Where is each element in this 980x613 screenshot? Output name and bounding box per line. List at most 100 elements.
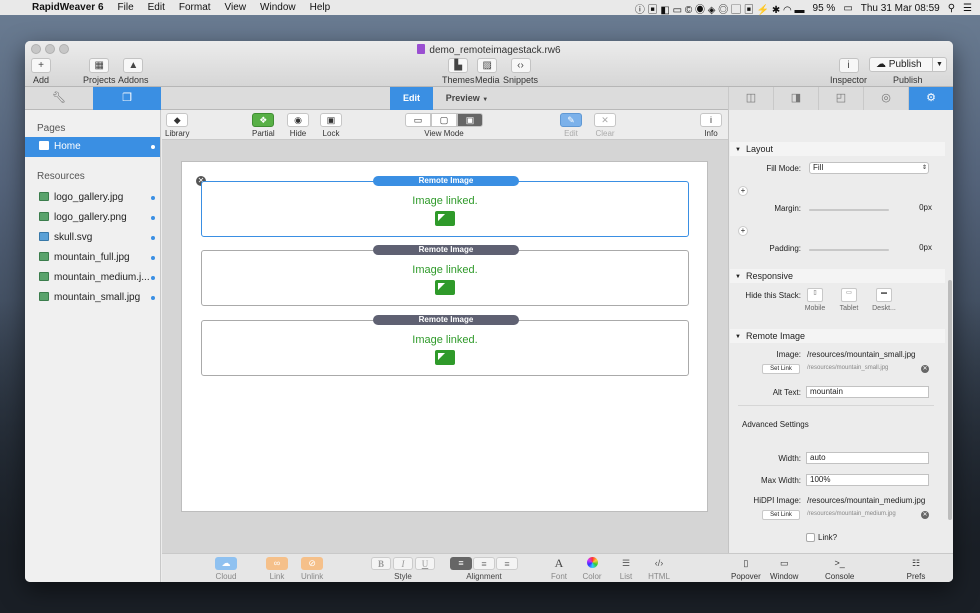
menu-help[interactable]: Help bbox=[309, 2, 331, 13]
close-window-button[interactable] bbox=[31, 44, 41, 54]
library-button[interactable]: ◆Library bbox=[165, 113, 190, 138]
view-mode-1-button[interactable]: ▭ bbox=[405, 113, 431, 127]
search-icon[interactable]: ⚲ bbox=[947, 3, 956, 14]
align-right-icon[interactable]: ≡ bbox=[496, 557, 518, 570]
battery-icon[interactable]: ▭ bbox=[843, 3, 853, 14]
cloud-button[interactable]: ☁Cloud bbox=[215, 557, 237, 581]
set-link-hidpi-button[interactable]: Set Link bbox=[762, 510, 800, 520]
notification-icon[interactable]: ☰ bbox=[963, 3, 972, 14]
clear-hidpi-icon[interactable]: ✕ bbox=[921, 511, 929, 519]
chevron-updown-icon: ⇕ bbox=[921, 165, 927, 171]
bold-icon[interactable]: B bbox=[371, 557, 391, 570]
partial-icon: ❖ bbox=[252, 113, 275, 127]
width-input[interactable]: auto bbox=[806, 452, 929, 464]
clock[interactable]: Thu 31 Mar 08:59 bbox=[860, 3, 940, 14]
prefs-button[interactable]: ☷Prefs bbox=[906, 558, 926, 581]
padding-slider[interactable] bbox=[809, 249, 889, 251]
view-mode-3-button[interactable]: ▣ bbox=[457, 113, 483, 127]
layout-inspector-tab[interactable]: ◨ bbox=[773, 87, 818, 110]
preview-tab[interactable]: Preview ▼ bbox=[445, 93, 489, 103]
zoom-window-button[interactable] bbox=[59, 44, 69, 54]
underline-icon[interactable]: U bbox=[415, 557, 435, 570]
menu-view[interactable]: View bbox=[224, 2, 247, 13]
margin-slider[interactable] bbox=[809, 209, 889, 211]
desktop-toggle[interactable]: ▬Deskt... bbox=[872, 288, 896, 312]
image-file-icon bbox=[39, 192, 49, 201]
meta-inspector-tab[interactable]: ◎ bbox=[863, 87, 908, 110]
inspector-scrollbar[interactable] bbox=[948, 280, 952, 520]
padding-value[interactable]: 0px bbox=[919, 243, 932, 252]
clear-image-icon[interactable]: ✕ bbox=[921, 365, 929, 373]
remote-image-section-header[interactable]: Remote Image bbox=[730, 329, 945, 343]
lock-button[interactable]: ▣Lock bbox=[320, 113, 342, 138]
hide-button[interactable]: ◉Hide bbox=[287, 113, 309, 138]
sidebar-item-resource[interactable]: logo_gallery.png bbox=[25, 208, 160, 228]
alignment-control[interactable]: ≡ ≡ ≡Alignment bbox=[449, 557, 519, 581]
menu-app-name[interactable]: RapidWeaver 6 bbox=[32, 2, 104, 13]
minimize-window-button[interactable] bbox=[45, 44, 55, 54]
list-button[interactable]: ☰List bbox=[615, 557, 637, 581]
mobile-toggle[interactable]: ▯Mobile bbox=[804, 288, 826, 312]
view-mode-control[interactable]: ▭ ▢ ▣ View Mode bbox=[401, 113, 487, 138]
window-button[interactable]: ▭Window bbox=[770, 558, 799, 581]
clear-button[interactable]: ✕Clear bbox=[594, 113, 616, 138]
addons-button[interactable]: ▲Addons bbox=[118, 58, 149, 85]
align-left-icon[interactable]: ≡ bbox=[450, 557, 472, 570]
view-mode-2-button[interactable]: ▢ bbox=[431, 113, 457, 127]
layout-section-header[interactable]: Layout bbox=[730, 142, 945, 156]
battery-status[interactable]: 95 % bbox=[812, 3, 836, 14]
link-button[interactable]: ∞Link bbox=[266, 557, 288, 581]
margin-value[interactable]: 0px bbox=[919, 203, 932, 212]
themes-button[interactable]: ▙Themes bbox=[442, 58, 475, 85]
link-checkbox[interactable] bbox=[806, 533, 815, 542]
max-width-input[interactable]: 100% bbox=[806, 474, 929, 486]
header-inspector-tab[interactable]: ◰ bbox=[818, 87, 863, 110]
edit-button[interactable]: ✎Edit bbox=[560, 113, 582, 138]
menu-format[interactable]: Format bbox=[178, 2, 211, 13]
menu-edit[interactable]: Edit bbox=[147, 2, 165, 13]
italic-icon[interactable]: I bbox=[393, 557, 413, 570]
html-button[interactable]: ‹/›HTML bbox=[648, 558, 670, 581]
menu-file[interactable]: File bbox=[117, 2, 134, 13]
remote-image-stack[interactable]: Remote Image Image linked. bbox=[201, 315, 689, 376]
sidebar-item-resource[interactable]: skull.svg bbox=[25, 228, 160, 248]
menu-window[interactable]: Window bbox=[260, 2, 296, 13]
remote-image-stack[interactable]: Remote Image Image linked. bbox=[201, 245, 689, 306]
add-button[interactable]: +Add bbox=[31, 58, 51, 85]
sidebar-item-resource[interactable]: mountain_full.jpg bbox=[25, 248, 160, 268]
resources-tab[interactable]: ❐ bbox=[93, 87, 161, 110]
set-link-button[interactable]: Set Link bbox=[762, 364, 800, 374]
color-button[interactable]: Color bbox=[581, 557, 603, 581]
page-canvas[interactable]: ✕ Remote Image Image linked. Remote Imag… bbox=[181, 161, 708, 512]
status-icons[interactable]: ⓘ ▣ ◧ ▭ © ◉ ◈ ◎ ▢ ▣ ⚡ ✱ ◠ ▬ bbox=[634, 5, 805, 16]
snippets-button[interactable]: ‹›Snippets bbox=[503, 58, 539, 85]
tablet-toggle[interactable]: ▭Tablet bbox=[839, 288, 859, 312]
sidebar-item-resource[interactable]: mountain_small.jpg bbox=[25, 288, 160, 308]
sidebar-item-resource[interactable]: mountain_medium.j... bbox=[25, 268, 160, 288]
responsive-section-header[interactable]: Responsive bbox=[730, 269, 945, 283]
console-button[interactable]: >_Console bbox=[825, 558, 855, 581]
edit-tab[interactable]: Edit bbox=[390, 87, 433, 110]
popover-button[interactable]: ▯Popover bbox=[731, 558, 761, 581]
stack-inspector-tab[interactable]: ⚙︎ bbox=[908, 87, 953, 110]
tools-tab[interactable]: 🔧︎ bbox=[25, 87, 93, 110]
alt-text-input[interactable]: mountain bbox=[806, 386, 929, 398]
align-center-icon[interactable]: ≡ bbox=[473, 557, 495, 570]
fill-mode-select[interactable]: Fill⇕ bbox=[809, 162, 929, 174]
unlink-button[interactable]: ⊘Unlink bbox=[301, 557, 324, 581]
partial-button[interactable]: ❖Partial bbox=[252, 113, 275, 138]
chevron-down-icon[interactable]: ▼ bbox=[932, 58, 946, 71]
margin-expand-button[interactable]: + bbox=[738, 186, 748, 196]
padding-expand-button[interactable]: + bbox=[738, 226, 748, 236]
page-inspector-tab[interactable]: ◫ bbox=[728, 87, 773, 110]
remote-image-stack[interactable]: Remote Image Image linked. bbox=[201, 176, 689, 237]
sidebar-item-resource[interactable]: logo_gallery.jpg bbox=[25, 188, 160, 208]
media-button[interactable]: ▨Media bbox=[475, 58, 500, 85]
sidebar-item-home[interactable]: Home bbox=[25, 137, 160, 157]
publish-button[interactable]: ☁ Publish▼ bbox=[869, 57, 947, 72]
projects-button[interactable]: ▦Projects bbox=[83, 58, 116, 85]
